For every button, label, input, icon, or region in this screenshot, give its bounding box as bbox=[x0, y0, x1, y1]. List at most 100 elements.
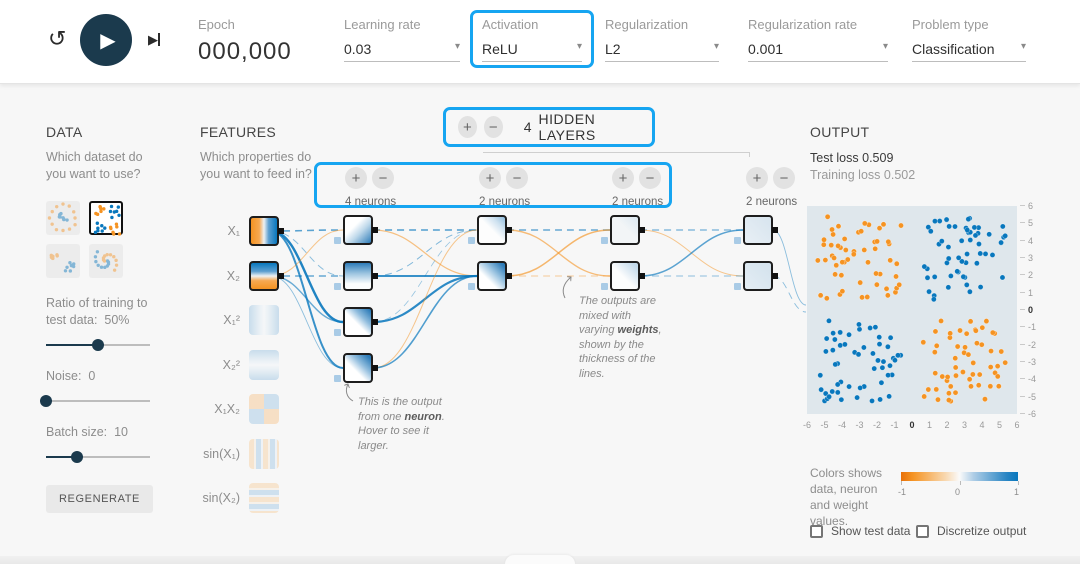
add-neuron-button[interactable]: + bbox=[746, 167, 768, 189]
dataset-thumb-gaussian[interactable] bbox=[46, 244, 80, 278]
x-axis-tick: 2 bbox=[944, 420, 950, 430]
checkbox-box[interactable] bbox=[916, 524, 929, 538]
slider-thumb[interactable] bbox=[40, 395, 52, 407]
field-label: Regularization bbox=[605, 17, 689, 32]
field-select[interactable]: Classification▾ bbox=[912, 41, 1026, 62]
feature-row-sin-x1: sin(X₁) bbox=[196, 432, 279, 476]
slider-track[interactable] bbox=[40, 395, 150, 407]
field-select[interactable]: 0.03▾ bbox=[344, 41, 460, 62]
slider-thumb[interactable] bbox=[92, 339, 104, 351]
field-select[interactable]: ReLU▾ bbox=[482, 41, 582, 62]
feature-square-x1[interactable] bbox=[249, 216, 284, 246]
feature-row-x1x2: X₁X₂ bbox=[196, 387, 279, 431]
neuron-l1-2[interactable] bbox=[334, 261, 378, 291]
show-test-data-checkbox[interactable]: Show test data bbox=[810, 524, 910, 538]
y-axis-tick: 4 bbox=[1020, 236, 1033, 246]
dataset-thumb-circle[interactable] bbox=[46, 201, 80, 235]
neuron-l1-1[interactable] bbox=[334, 215, 378, 245]
x-axis-tick: -1 bbox=[890, 420, 899, 430]
y-axis-tick: 6 bbox=[1020, 201, 1033, 211]
field-select[interactable]: 0.001▾ bbox=[748, 41, 888, 62]
training-loss: Training loss 0.502 bbox=[810, 168, 916, 182]
play-button[interactable]: ▶ bbox=[80, 14, 132, 66]
y-axis-tick: -4 bbox=[1020, 374, 1036, 384]
neuron-l1-4[interactable] bbox=[334, 353, 378, 383]
y-axis-tick: 1 bbox=[1020, 288, 1033, 298]
neuron-l2-1[interactable] bbox=[468, 215, 512, 245]
field-label: Activation bbox=[482, 17, 539, 32]
weights-annotation: The outputs are mixed with varying weigh… bbox=[579, 295, 662, 380]
remove-neuron-button[interactable]: − bbox=[372, 167, 394, 189]
feature-square-sin-x2[interactable] bbox=[249, 483, 279, 513]
dataset-thumb-xor[interactable] bbox=[89, 201, 123, 236]
add-layer-button[interactable]: + bbox=[458, 116, 477, 138]
y-axis-tick: 2 bbox=[1020, 270, 1033, 280]
feature-row-x1-squared: X₁² bbox=[196, 298, 279, 342]
remove-neuron-button[interactable]: − bbox=[773, 167, 795, 189]
y-axis-tick: -5 bbox=[1020, 392, 1036, 402]
y-axis-tick: -1 bbox=[1020, 322, 1036, 332]
step-forward-icon[interactable]: ▶ bbox=[148, 32, 160, 48]
x-axis-tick: -3 bbox=[855, 420, 864, 430]
add-neuron-button[interactable]: + bbox=[479, 167, 501, 189]
feature-square-x1-squared[interactable] bbox=[249, 305, 279, 335]
remove-neuron-button[interactable]: − bbox=[506, 167, 528, 189]
color-scale-bar bbox=[901, 472, 1018, 481]
x-axis-tick: 5 bbox=[996, 420, 1002, 430]
feature-square-sin-x1[interactable] bbox=[249, 438, 279, 469]
slider-label: Ratio of training to test data: 50% bbox=[46, 296, 148, 327]
chevron-down-icon: ▾ bbox=[713, 41, 719, 52]
field-value: L2 bbox=[605, 41, 621, 57]
data-panel-subtitle: Which dataset do you want to use? bbox=[46, 150, 143, 181]
remove-neuron-button[interactable]: − bbox=[639, 167, 661, 189]
bias-square bbox=[334, 237, 341, 244]
neuron-l3-1[interactable] bbox=[601, 215, 645, 245]
bias-square bbox=[334, 375, 341, 382]
neuron-l1-3[interactable] bbox=[334, 307, 378, 337]
x-axis-tick: -4 bbox=[837, 420, 846, 430]
bias-square bbox=[601, 283, 608, 290]
dataset-thumb-spiral[interactable] bbox=[89, 244, 123, 278]
x-axis-tick: 6 bbox=[1014, 420, 1020, 430]
feature-square-x2[interactable] bbox=[249, 260, 284, 291]
feature-label: X₂² bbox=[222, 357, 240, 372]
slider-track[interactable] bbox=[46, 339, 150, 351]
epoch-counter: Epoch 000,000 bbox=[198, 17, 292, 66]
remove-layer-button[interactable]: − bbox=[483, 116, 503, 138]
y-axis-tick: 5 bbox=[1020, 218, 1033, 228]
neuron-l3-2[interactable] bbox=[601, 261, 645, 291]
slider-track[interactable] bbox=[46, 451, 150, 463]
field-value: Classification bbox=[912, 41, 995, 57]
feature-label: sin(X₂) bbox=[202, 491, 241, 505]
features-panel-title: FEATURES bbox=[200, 124, 277, 140]
discretize-output-checkbox[interactable]: Discretize output bbox=[916, 524, 1026, 538]
slider-train-ratio: Ratio of training to test data: 50% bbox=[46, 295, 150, 351]
data-panel-title: DATA bbox=[46, 124, 83, 140]
feature-row-x1: X₁ bbox=[196, 209, 284, 253]
regenerate-button[interactable]: REGENERATE bbox=[46, 485, 153, 513]
checkbox-box[interactable] bbox=[810, 524, 823, 538]
chevron-down-icon: ▾ bbox=[454, 41, 460, 52]
x-axis-tick: -2 bbox=[872, 420, 881, 430]
reset-icon[interactable]: ↺ bbox=[48, 26, 67, 51]
epoch-value: 000,000 bbox=[198, 38, 292, 65]
feature-square-x2-squared[interactable] bbox=[249, 349, 279, 380]
neuron-l2-2[interactable] bbox=[468, 261, 512, 291]
add-neuron-button[interactable]: + bbox=[612, 167, 634, 189]
x-axis-tick: 4 bbox=[979, 420, 985, 430]
bias-square bbox=[468, 283, 475, 290]
add-neuron-button[interactable]: + bbox=[345, 167, 367, 189]
neuron-l4-2[interactable] bbox=[734, 261, 778, 291]
slider-batch-size: Batch size: 10 bbox=[46, 424, 150, 463]
neuron-l4-1[interactable] bbox=[734, 215, 778, 245]
feature-label: X₁² bbox=[223, 313, 240, 327]
layer-controls-highlight-box bbox=[314, 162, 672, 208]
field-select[interactable]: L2 ▾ bbox=[605, 41, 719, 62]
feature-square-x1x2[interactable] bbox=[249, 394, 279, 424]
slider-thumb[interactable] bbox=[71, 451, 84, 463]
x-axis-tick: -5 bbox=[820, 420, 829, 430]
chevron-down-icon: ▾ bbox=[882, 41, 888, 52]
